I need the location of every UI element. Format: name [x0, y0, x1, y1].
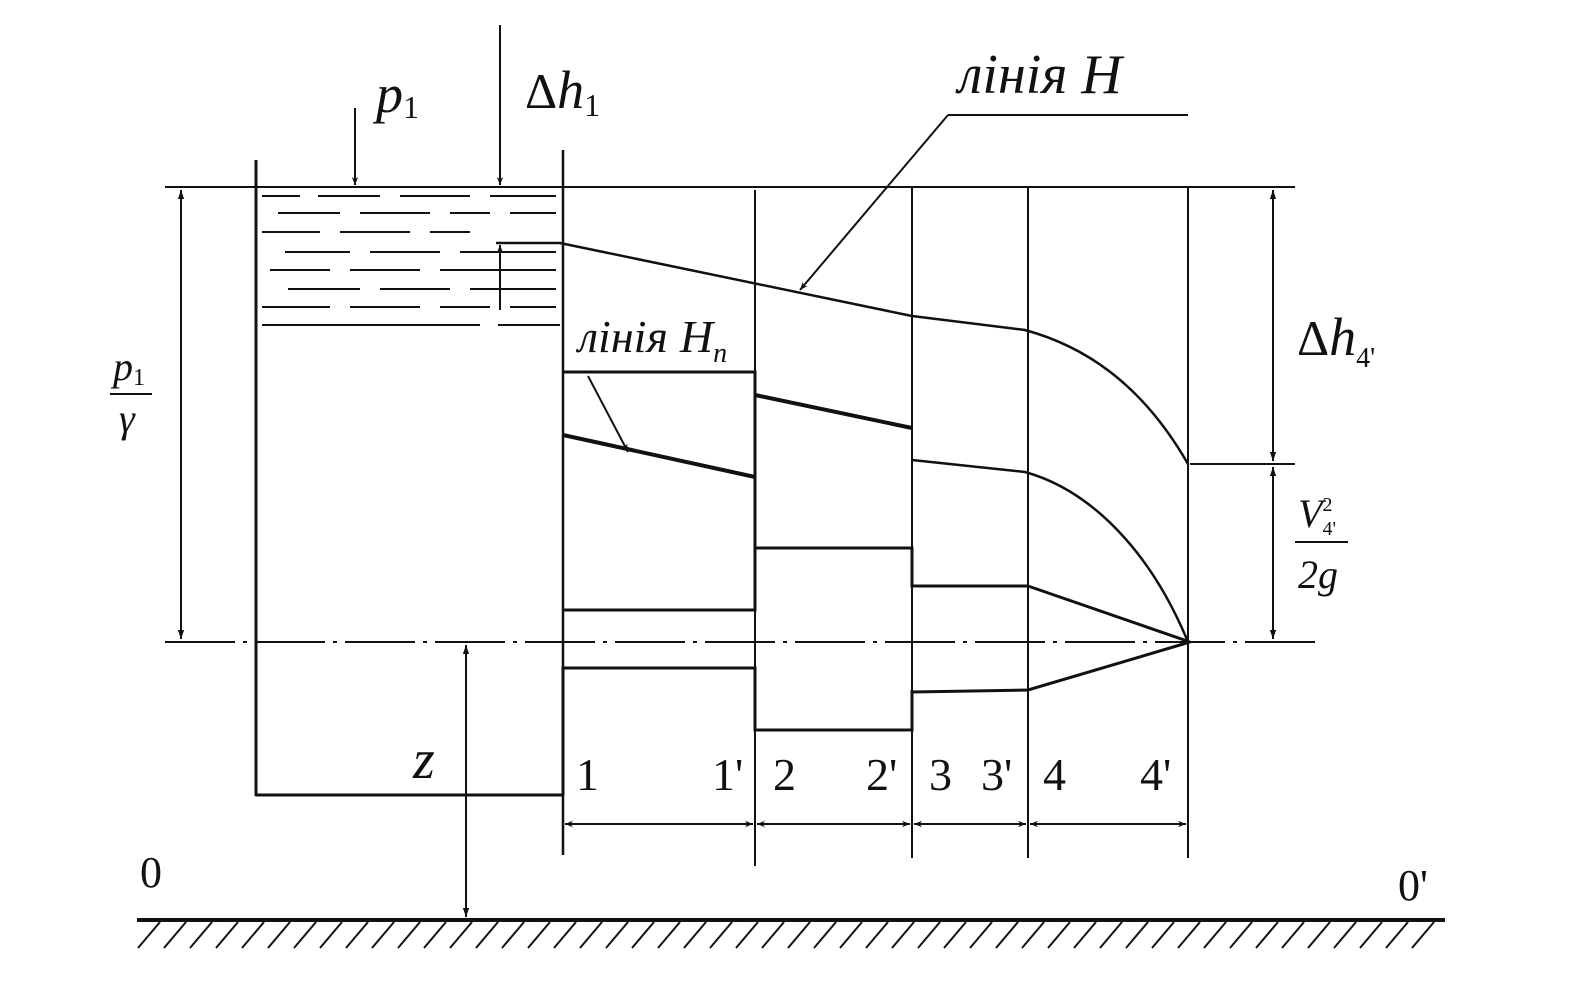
hatch-mark	[1307, 921, 1331, 949]
p1-over-gamma-fraction: p1 γ	[110, 344, 152, 441]
hatch-mark	[735, 921, 759, 949]
hatch-mark	[1073, 921, 1097, 949]
hatch-mark	[605, 921, 629, 949]
nozzle-upper-wall	[1027, 584, 1191, 644]
hatch-mark	[917, 921, 941, 949]
line-h-label: лінія H	[955, 44, 1124, 106]
ground-datum	[137, 918, 1445, 949]
nozzle-lower-wall	[911, 640, 1191, 694]
hatch-mark	[1281, 921, 1305, 949]
hatch-mark	[1021, 921, 1045, 949]
piezometric-line-hp	[562, 393, 1190, 643]
hatch-mark	[189, 921, 213, 949]
hatch-mark	[891, 921, 915, 949]
section-label-1: 1	[576, 749, 599, 800]
hatch-mark	[761, 921, 785, 949]
pipe-outline	[561, 370, 1191, 795]
svg-text:2g: 2g	[1298, 552, 1338, 597]
hatch-mark	[1255, 921, 1279, 949]
section-labels: 1 1' 2 2' 3 3' 4 4'	[576, 749, 1171, 800]
section-label-4-prime: 4'	[1140, 749, 1171, 800]
section-label-3: 3	[929, 749, 952, 800]
datum-right-label: 0'	[1398, 861, 1428, 910]
hatch-mark	[319, 921, 343, 949]
hatch-mark	[1333, 921, 1357, 949]
hatch-mark	[553, 921, 577, 949]
energy-line-h	[496, 241, 1190, 465]
svg-text:γ: γ	[119, 396, 136, 441]
hatch-mark	[345, 921, 369, 949]
hatch-mark	[709, 921, 733, 949]
section-lines	[754, 187, 1189, 866]
hatch-mark	[215, 921, 239, 949]
hatch-mark	[631, 921, 655, 949]
datum-left-label: 0	[140, 848, 162, 897]
hatch-mark	[579, 921, 603, 949]
dh4-label: Δh4'	[1297, 307, 1375, 374]
tank-wall-bottom	[254, 160, 563, 797]
hatch-mark	[787, 921, 811, 949]
hatch-mark	[1203, 921, 1227, 949]
hatch-mark	[241, 921, 265, 949]
hatch-mark	[1229, 921, 1253, 949]
svg-text:V24': V24'	[1298, 491, 1336, 540]
hatch-mark	[1151, 921, 1175, 949]
hatch-mark	[995, 921, 1019, 949]
hatch-mark	[501, 921, 525, 949]
hatch-mark	[371, 921, 395, 949]
reservoir-tank	[254, 150, 565, 855]
section-label-4: 4	[1043, 749, 1066, 800]
section-label-1-prime: 1'	[712, 749, 743, 800]
reference-lines	[165, 114, 1315, 643]
hatch-mark	[163, 921, 187, 949]
hatch-mark	[267, 921, 291, 949]
hatch-mark	[657, 921, 681, 949]
hatch-mark	[813, 921, 837, 949]
pipe-segment-1-upper	[563, 370, 757, 612]
hatch-mark	[449, 921, 473, 949]
line-h-pointer	[799, 114, 949, 291]
dh1-label: Δh1	[525, 60, 600, 123]
hatch-mark	[397, 921, 421, 949]
p1-label: p1	[372, 64, 419, 125]
pointer-arrows	[351, 108, 949, 453]
z-label: z	[412, 729, 435, 791]
hatch-mark	[1099, 921, 1123, 949]
section-label-2-prime: 2'	[866, 749, 897, 800]
hatch-mark	[475, 921, 499, 949]
hatch-mark	[1177, 921, 1201, 949]
ground-hatching	[137, 921, 1435, 949]
hatch-mark	[943, 921, 967, 949]
line-hp-pointer	[587, 375, 629, 453]
dimension-lines	[177, 25, 1277, 917]
hatch-mark	[865, 921, 889, 949]
hatch-mark	[1385, 921, 1409, 949]
svg-text:p1: p1	[110, 344, 145, 391]
section-label-3-prime: 3'	[981, 749, 1012, 800]
hatch-mark	[527, 921, 551, 949]
hatch-mark	[683, 921, 707, 949]
water-dashes	[262, 195, 556, 326]
hatch-mark	[293, 921, 317, 949]
hatch-mark	[1411, 921, 1435, 949]
hatch-mark	[969, 921, 993, 949]
hatch-mark	[423, 921, 447, 949]
hatch-mark	[137, 921, 161, 949]
hatch-mark	[1125, 921, 1149, 949]
section-label-2: 2	[773, 749, 796, 800]
hatch-mark	[1047, 921, 1071, 949]
hatch-mark	[839, 921, 863, 949]
hatch-mark	[1359, 921, 1383, 949]
pipe-upper-wall-2-3	[755, 546, 1028, 588]
